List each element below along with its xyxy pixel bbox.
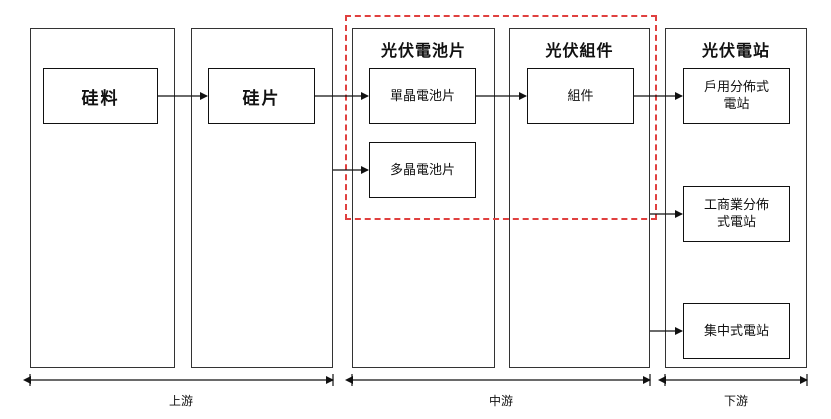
station-column-title: 光伏電站 bbox=[701, 41, 770, 60]
silicon-material-node: 硅料 bbox=[43, 68, 158, 124]
midstream-label: 中游 bbox=[488, 394, 513, 408]
poly-cell-label: 多晶電池片 bbox=[389, 162, 455, 178]
midstream-highlight-box bbox=[345, 15, 657, 220]
household-station-node: 戶用分佈式電站 bbox=[683, 68, 790, 124]
mono-cell-label: 單晶電池片 bbox=[389, 88, 455, 104]
centralized-station-label: 集中式電站 bbox=[703, 323, 769, 339]
module-column-title: 光伏組件 bbox=[545, 41, 614, 60]
wafer-label: 硅片 bbox=[242, 88, 281, 109]
centralized-station-node: 集中式電站 bbox=[683, 303, 790, 359]
household-station-label: 戶用分佈式電站 bbox=[703, 80, 769, 112]
silicon-material-label: 硅料 bbox=[81, 88, 120, 109]
commercial-station-node: 工商業分佈式電站 bbox=[683, 186, 790, 242]
mono-cell-node: 單晶電池片 bbox=[369, 68, 476, 124]
upstream-label: 上游 bbox=[168, 394, 193, 408]
module-label: 組件 bbox=[567, 88, 594, 104]
wafer-node: 硅片 bbox=[208, 68, 315, 124]
commercial-station-label: 工商業分佈式電站 bbox=[703, 198, 769, 230]
downstream-label: 下游 bbox=[723, 394, 748, 408]
poly-cell-node: 多晶電池片 bbox=[369, 142, 476, 198]
module-node: 組件 bbox=[527, 68, 634, 124]
cell-column-title: 光伏電池片 bbox=[380, 41, 466, 60]
